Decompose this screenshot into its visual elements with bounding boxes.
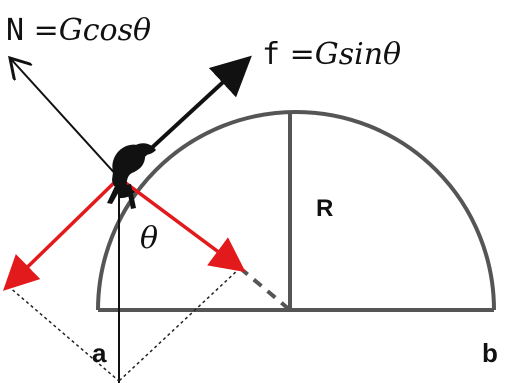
- construction-lines: [7, 178, 292, 383]
- contact-figure: [107, 143, 156, 209]
- figure-body: [112, 144, 146, 190]
- gravity-normal-component-arrow: [117, 176, 246, 273]
- normal-force-arrow: [10, 58, 120, 179]
- friction-force-expression: =Gsinθ: [289, 37, 402, 72]
- friction-force-symbol: f: [262, 37, 281, 72]
- point-b-label: b: [482, 338, 498, 368]
- semicircle-shape: [96, 110, 496, 312]
- normal-force-label: N =Gcosθ: [6, 16, 151, 46]
- parallelogram-left-dotted-line: [7, 285, 120, 382]
- radius-label: R: [316, 195, 334, 222]
- point-a-label: a: [92, 338, 107, 368]
- normal-force-expression: =Gcosθ: [33, 13, 152, 48]
- gravity-tangent-component-arrow: [2, 176, 121, 291]
- parallelogram-right-dotted-line: [118, 267, 241, 382]
- radial-dashed-line: [238, 266, 292, 312]
- figure-legs: [107, 184, 136, 209]
- friction-force-label: f =Gsinθ: [262, 40, 401, 70]
- normal-force-symbol: N: [6, 13, 25, 48]
- angle-label: θ: [140, 221, 159, 256]
- semicircle-arc: [96, 110, 496, 311]
- figure-arm: [131, 143, 156, 155]
